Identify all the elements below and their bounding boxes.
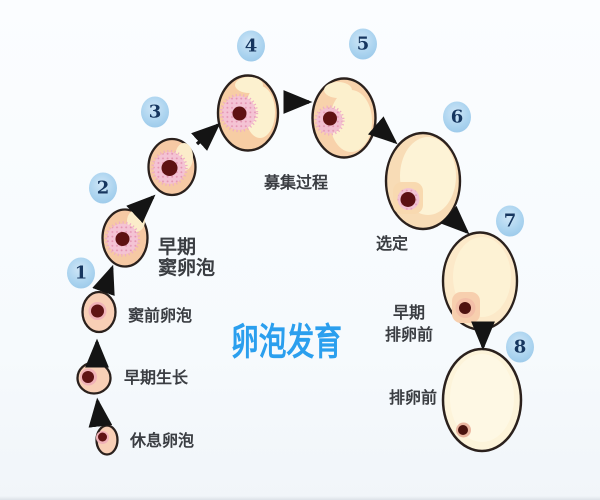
label-early-growth: 早期生长 xyxy=(124,368,189,387)
follicle-stage-8 xyxy=(441,347,523,453)
arrow-resting-to-early-growth xyxy=(88,397,113,428)
label-preovulatory: 排卵前 xyxy=(389,388,438,407)
label-resting-follicle: 休息卵泡 xyxy=(130,431,195,450)
arrow-stage6-to-stage7 xyxy=(440,205,470,235)
stage-badge-7: 7 xyxy=(496,205,524,237)
bottom-edge-shadow xyxy=(0,496,600,500)
arrow-stage2-to-stage3 xyxy=(126,194,156,224)
stage-badge-2: 2 xyxy=(89,172,117,204)
follicle-stage-5 xyxy=(311,77,377,159)
follicle-stage-3 xyxy=(147,137,197,197)
label-early-antral-line2: 窦卵泡 xyxy=(158,257,216,279)
follicle-stage-6 xyxy=(384,131,462,231)
stage-badge-4: 4 xyxy=(237,30,265,62)
arrow-stage5-to-stage6 xyxy=(367,116,398,145)
label-early-antral-line1: 早期 xyxy=(158,236,197,258)
follicle-stage-7 xyxy=(441,231,519,331)
label-recruitment-process: 募集过程 xyxy=(264,173,329,192)
label-early-preovulatory-line1: 早期 xyxy=(392,303,426,322)
label-selection: 选定 xyxy=(376,234,409,253)
stage-badge-5: 5 xyxy=(349,28,377,60)
stage-badge-3: 3 xyxy=(141,96,169,128)
label-early-preovulatory: 早期 排卵前 xyxy=(385,302,433,346)
stage-badge-1: 1 xyxy=(67,257,95,289)
label-preantral-follicle: 窦前卵泡 xyxy=(128,306,193,325)
diagram-title: 卵泡发育 xyxy=(231,319,342,364)
arrow-stage3-to-stage4 xyxy=(191,122,221,151)
arrow-preantral-to-stage2 xyxy=(92,264,115,297)
label-early-antral-follicle: 早期 窦卵泡 xyxy=(158,237,215,279)
follicle-early-growth xyxy=(76,361,112,395)
follicle-early-antral xyxy=(101,208,149,268)
follicle-stage-4 xyxy=(216,74,280,152)
follicle-resting xyxy=(95,424,119,456)
stage-badge-8: 8 xyxy=(506,331,534,363)
flow-arrows xyxy=(85,90,495,428)
label-early-preovulatory-line2: 排卵前 xyxy=(384,325,434,344)
stage-badge-6: 6 xyxy=(443,101,471,133)
follicle-preantral xyxy=(81,290,117,334)
